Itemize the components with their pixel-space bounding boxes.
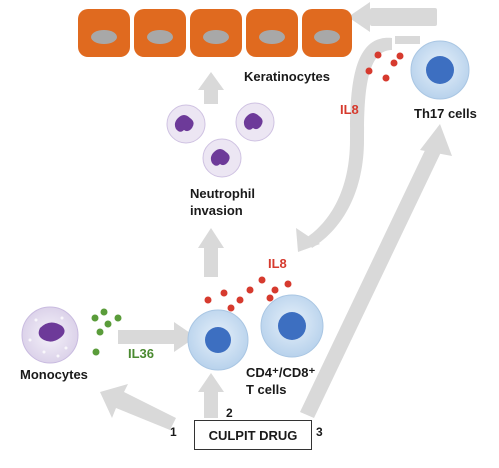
il36-dots [91, 308, 122, 356]
il8-mid-label: IL8 [268, 256, 287, 271]
arrow-drug-to-mono [100, 384, 176, 430]
arrow-il8-curve [306, 37, 392, 248]
th17-cell [410, 40, 470, 100]
keratinocyte-layer [78, 9, 352, 57]
keratinocytes-label: Keratinocytes [244, 69, 330, 84]
keratinocyte-cell [190, 9, 242, 57]
arrow-th17-top-bar [370, 8, 437, 26]
arrow-mono-to-cd-shaft [118, 330, 176, 344]
il36-label: IL36 [128, 346, 155, 361]
arrow-cd-up-head [198, 228, 224, 248]
arrow-th17-to-keratinocytes [395, 16, 420, 44]
neutrophil-label-line2: invasion [190, 203, 243, 218]
monocytes-label: Monocytes [20, 367, 88, 382]
th17-label: Th17 cells [414, 106, 477, 121]
keratinocyte-cell [134, 9, 186, 57]
keratinocyte-cell [78, 9, 130, 57]
t-cell-left [187, 309, 249, 371]
neutrophil-cells [166, 102, 275, 178]
keratinocyte-cell [302, 9, 352, 57]
pathway-number-2: 2 [226, 406, 233, 420]
arrow-drug-to-th17-head [420, 124, 452, 156]
neutrophil-cell [166, 104, 206, 144]
arrows [100, 2, 452, 430]
il8-dots-top [365, 51, 404, 82]
neutrophil-label-line1: Neutrophil [190, 186, 255, 201]
cd-label-line1: CD4⁺/CD8⁺ [246, 365, 316, 380]
neutrophil-cell [235, 102, 275, 142]
arrow-mono-to-cd-head [174, 322, 196, 352]
arrow-drug-to-cd-shaft [204, 390, 218, 418]
arrow-cd-up-shaft [204, 245, 218, 277]
culpit-drug-box: CULPIT DRUG [194, 420, 312, 450]
cd-label-line2: T cells [246, 382, 287, 397]
arrow-drug-to-cd-head [198, 373, 224, 392]
pathway-number-3: 3 [316, 425, 323, 439]
cd-t-cells [187, 294, 324, 371]
pathway-number-1: 1 [170, 425, 177, 439]
monocyte-cell [21, 306, 79, 364]
t-cell-right [260, 294, 324, 358]
il8-top-label: IL8 [340, 102, 359, 117]
arrow-drug-to-th17-shaft [300, 144, 442, 418]
keratinocyte-cell [246, 9, 298, 57]
arrow-neutrophil-up-head [198, 72, 224, 90]
arrow-th17-top-head [348, 2, 370, 32]
arrow-neutrophil-up-shaft [204, 88, 218, 104]
neutrophil-cell [202, 138, 242, 178]
arrow-il8-curve-head [296, 228, 320, 252]
il8-dots-mid [204, 276, 292, 312]
